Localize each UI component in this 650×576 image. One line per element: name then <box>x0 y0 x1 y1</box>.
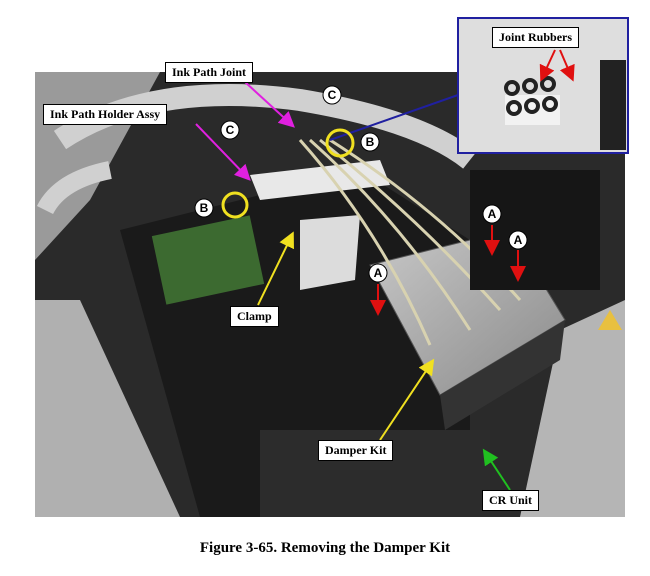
marker-a-3: A <box>368 263 388 283</box>
svg-text:A: A <box>374 266 383 280</box>
clamp-label: Clamp <box>230 306 279 327</box>
svg-text:B: B <box>366 135 375 149</box>
highlight-circle-top <box>325 128 355 158</box>
cr-unit-label: CR Unit <box>482 490 540 511</box>
printer-photo: C C B B A A A <box>35 17 629 517</box>
joint-rubbers-arrow-1 <box>539 49 556 82</box>
ink-path-joint-arrow <box>244 81 295 128</box>
figure-caption: Figure 3-65. Removing the Damper Kit <box>199 540 451 556</box>
joint-rubbers-arrow-2 <box>559 49 575 82</box>
marker-b-right: B <box>360 132 380 152</box>
clamp-arrow <box>257 231 294 306</box>
ink-path-holder-assy-label: Ink Path Holder Assy <box>43 104 168 125</box>
marker-b-left: B <box>194 198 214 218</box>
joint-rubbers-label: Joint Rubbers <box>492 27 580 48</box>
marker-c-left: C <box>220 120 240 140</box>
svg-text:A: A <box>488 207 497 221</box>
ink-path-holder-arrow <box>195 123 251 181</box>
svg-text:B: B <box>200 201 209 215</box>
highlight-circle-left <box>221 191 249 219</box>
ink-path-joint-label: Ink Path Joint <box>165 62 254 83</box>
cr-unit-arrow <box>482 448 511 491</box>
marker-a-1: A <box>482 204 502 224</box>
svg-text:C: C <box>226 123 235 137</box>
svg-text:A: A <box>514 233 523 247</box>
svg-text:C: C <box>328 88 337 102</box>
marker-a-2: A <box>508 230 528 250</box>
marker-c-top: C <box>322 85 342 105</box>
damper-kit-label: Damper Kit <box>318 440 394 461</box>
damper-kit-arrow <box>379 358 435 441</box>
